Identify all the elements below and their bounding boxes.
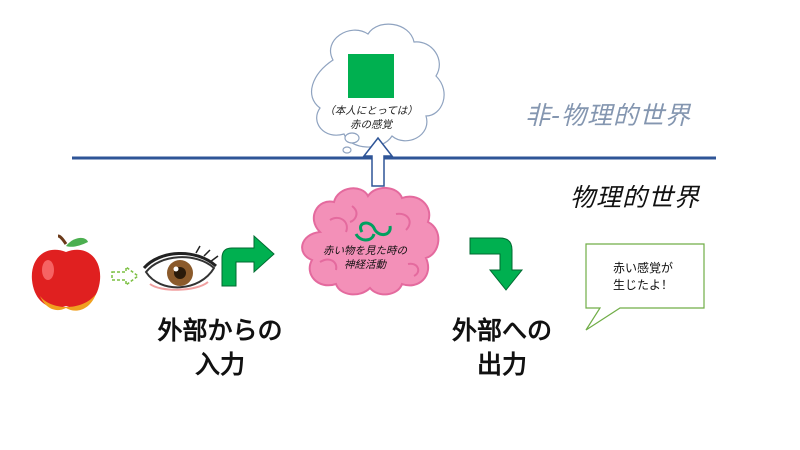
input-label-line-1: 外部からの [157,316,283,345]
input-label-line-2: 入力 [194,350,245,379]
brain-line-1: 赤い物を見た時の [323,245,407,257]
brain-line-2: 神経活動 [344,259,386,271]
physical-world-label: 物理的世界 [569,183,700,212]
red-sensation-square [348,54,394,98]
output-label-line-1: 外部への [451,316,552,345]
input-label: 外部からの 入力 [130,314,310,382]
thought-bubble-text: （本人にとっては） 赤の感覚 [308,104,434,132]
speech-line-1: 赤い感覚が [612,261,673,275]
non-physical-world-label: 非-物理的世界 [524,101,692,130]
output-label-line-2: 出力 [476,350,527,379]
brain-activity-text: 赤い物を見た時の 神経活動 [300,244,430,272]
speech-bubble-text: 赤い感覚が 生じたよ！ [588,260,698,294]
thought-line-2: 赤の感覚 [350,119,392,131]
output-label: 外部への 出力 [412,314,592,382]
speech-line-2: 生じたよ！ [612,278,673,292]
thought-line-1: （本人にとっては） [324,105,418,117]
